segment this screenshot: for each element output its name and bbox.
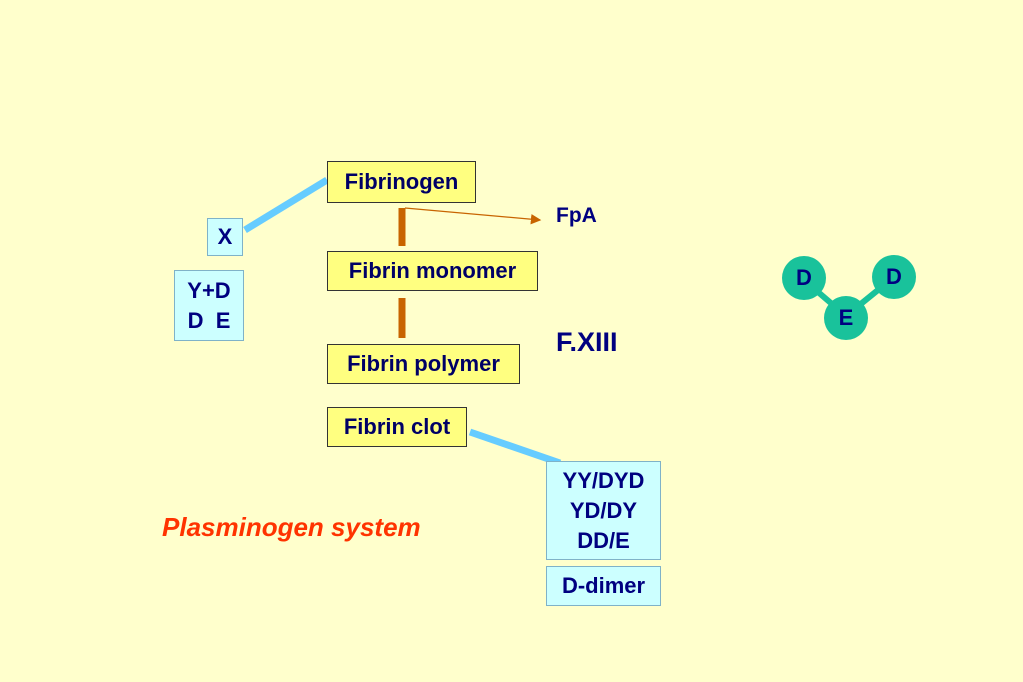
fibrinogen-to-x-connector bbox=[243, 177, 329, 233]
node-d-left-label: D bbox=[796, 265, 812, 290]
products-line-1: YY/DYD bbox=[562, 467, 645, 493]
molecule-node-d-left: D bbox=[782, 256, 826, 300]
plasminogen-system-label: Plasminogen system bbox=[162, 512, 421, 542]
x-fragment-box: X bbox=[207, 218, 243, 256]
fibrinogen-box: Fibrinogen bbox=[327, 161, 476, 203]
fibrin-products-box: YY/DYD YD/DY DD/E bbox=[546, 461, 661, 560]
yd-de-box: Y+D D E bbox=[174, 270, 244, 341]
fibrin-monomer-box: Fibrin monomer bbox=[327, 251, 538, 291]
products-line-2: YD/DY bbox=[569, 497, 638, 523]
yd-line: Y+D bbox=[187, 277, 231, 303]
fpa-label: FpA bbox=[556, 204, 597, 227]
clot-to-products-connector bbox=[468, 428, 562, 467]
d-dimer-box: D-dimer bbox=[546, 566, 661, 606]
fibrin-monomer-label: Fibrin monomer bbox=[348, 258, 517, 283]
fxiii-label: F.XIII bbox=[556, 327, 618, 357]
molecule-node-e: E bbox=[824, 296, 868, 340]
d-dimer-label: D-dimer bbox=[561, 573, 646, 598]
fibrin-polymer-label: Fibrin polymer bbox=[347, 351, 500, 376]
molecule-node-d-right: D bbox=[872, 255, 916, 299]
node-e-label: E bbox=[838, 305, 854, 330]
x-fragment-label: X bbox=[217, 224, 233, 249]
node-d-right-label: D bbox=[886, 264, 902, 289]
fibrin-clot-label: Fibrin clot bbox=[343, 414, 451, 439]
fibrinogen-label: Fibrinogen bbox=[344, 169, 459, 194]
fibrin-clot-box: Fibrin clot bbox=[327, 407, 467, 447]
products-line-3: DD/E bbox=[577, 527, 630, 553]
de-line: D E bbox=[187, 307, 231, 333]
fibrin-polymer-box: Fibrin polymer bbox=[327, 344, 520, 384]
fpa-arrow bbox=[404, 207, 542, 225]
